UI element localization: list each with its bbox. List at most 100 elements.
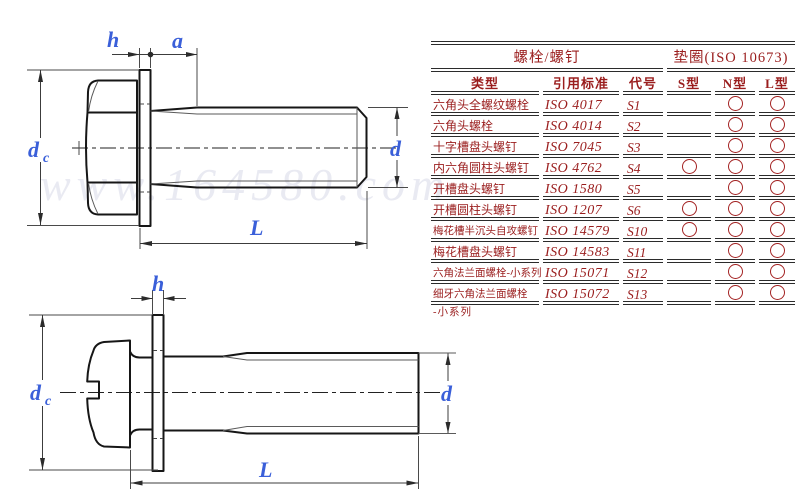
washer xyxy=(138,69,152,227)
washer-n-circle xyxy=(727,264,743,279)
group-header-bolt: 螺栓/螺钉 xyxy=(431,45,663,72)
standard-cell: ISO 7045 xyxy=(543,137,619,158)
washer-l-circle xyxy=(769,222,785,237)
washer-n-cell xyxy=(715,200,755,221)
type-cell: 六角法兰面螺栓-小系列 xyxy=(431,263,542,284)
washer-n-circle xyxy=(727,180,743,195)
dimension-label-l: L xyxy=(258,457,272,482)
hex-facet-lines xyxy=(87,111,138,184)
watermark: www.164580.com xyxy=(40,159,450,210)
dc-arrow-top xyxy=(38,70,43,82)
washer-l-cell xyxy=(759,263,795,284)
d-extension-lines xyxy=(368,107,408,188)
washer-l-circle xyxy=(769,138,785,153)
type-cell-wrap: -小系列 xyxy=(433,307,472,318)
washer-l-cell xyxy=(759,179,795,200)
dimension-label-d: d xyxy=(390,136,402,161)
dimension-label-h: h xyxy=(152,271,164,296)
thread-root-lines xyxy=(150,107,358,188)
standard-cell: ISO 15071 xyxy=(543,263,619,284)
dimension-label-a: a xyxy=(172,28,183,53)
washer-l-cell xyxy=(759,158,795,179)
code-cell: S6 xyxy=(623,200,663,221)
l-extension-lines xyxy=(139,191,368,249)
neck-lines xyxy=(129,350,154,437)
group-header-washer: 垫圈(ISO 10673) xyxy=(667,45,795,72)
pan-head-screw-drawing: h d c d L xyxy=(29,271,456,489)
washer-n-cell xyxy=(715,158,755,179)
l-arrow-left xyxy=(140,241,152,246)
d-extension-lines xyxy=(418,352,456,434)
washer-s-cell xyxy=(667,263,711,284)
washer-n-circle xyxy=(727,285,743,300)
code-cell: S12 xyxy=(623,263,663,284)
type-cell: 开槽圆柱头螺钉 xyxy=(431,200,539,221)
washer-l-circle xyxy=(769,117,785,132)
col-header-s-type: S型 xyxy=(667,72,711,95)
dc-arrow-bottom xyxy=(38,213,43,225)
hex-head xyxy=(85,79,138,216)
washer-n-cell xyxy=(715,242,755,263)
washer-n-circle xyxy=(727,222,743,237)
type-cell: 细牙六角法兰面螺栓 xyxy=(431,284,539,305)
l-arrow-right xyxy=(355,241,367,246)
washer xyxy=(151,314,165,472)
washer-l-circle xyxy=(769,96,785,111)
washer-l-circle xyxy=(769,201,785,216)
d-arrow-top xyxy=(394,107,400,119)
standard-cell: ISO 14583 xyxy=(543,242,619,263)
pan-head xyxy=(86,339,131,449)
dimension-label-dc-sub: c xyxy=(43,151,50,166)
standard-cell: ISO 1207 xyxy=(543,200,619,221)
hex-bolt-drawing: h a d c d L xyxy=(27,27,408,249)
dc-extension-lines xyxy=(29,314,158,471)
washer-n-circle xyxy=(727,159,743,174)
ha-extension-lines xyxy=(139,48,198,106)
code-cell: S10 xyxy=(623,221,663,242)
washer-l-circle xyxy=(769,243,785,258)
dimension-label-dc: d xyxy=(30,380,42,405)
dimension-dot xyxy=(147,51,154,58)
col-header-l-type: L型 xyxy=(759,72,795,95)
washer-s-cell xyxy=(667,284,711,305)
washer-s-cell xyxy=(667,242,711,263)
shank-outline xyxy=(149,106,368,189)
washer-l-circle xyxy=(769,264,785,279)
standard-cell: ISO 4017 xyxy=(543,95,619,116)
washer-n-cell xyxy=(715,221,755,242)
shank-outline xyxy=(162,352,420,435)
d-arrow-bottom xyxy=(445,422,451,434)
washer-s-circle xyxy=(681,159,697,174)
washer-n-cell xyxy=(715,179,755,200)
washer-s-circle xyxy=(681,201,697,216)
washer-s-cell xyxy=(667,116,711,137)
washer-n-cell xyxy=(715,137,755,158)
washer-n-cell xyxy=(715,116,755,137)
washer-l-circle xyxy=(769,180,785,195)
washer-l-cell xyxy=(759,200,795,221)
col-header-n-type: N型 xyxy=(715,72,755,95)
washer-n-cell xyxy=(715,263,755,284)
h-arrow-left xyxy=(141,296,153,301)
standard-cell: ISO 4762 xyxy=(543,158,619,179)
washer-n-cell xyxy=(715,284,755,305)
washer-l-cell xyxy=(759,116,795,137)
washer-l-cell xyxy=(759,242,795,263)
dimension-label-l: L xyxy=(249,215,263,240)
washer-l-circle xyxy=(769,159,785,174)
code-cell: S5 xyxy=(623,179,663,200)
dc-arrow-bottom xyxy=(40,458,45,470)
dimension-label-dc-sub: c xyxy=(45,394,52,409)
type-cell: 十字槽盘头螺钉 xyxy=(431,137,539,158)
standard-cell: ISO 14579 xyxy=(543,221,619,242)
code-cell: S13 xyxy=(623,284,663,305)
fastener-spec-table: 螺栓/螺钉 垫圈(ISO 10673) 类型 引用标准 代号 S型 N型 L型 … xyxy=(431,41,795,305)
col-header-code: 代号 xyxy=(623,72,663,95)
d-arrow-bottom xyxy=(394,176,400,188)
type-cell: 内六角圆柱头螺钉 xyxy=(431,158,539,179)
h-arrow-right xyxy=(163,296,175,301)
dc-arrow-top xyxy=(40,315,45,327)
dimension-label-h: h xyxy=(107,27,119,52)
washer-l-cell xyxy=(759,95,795,116)
